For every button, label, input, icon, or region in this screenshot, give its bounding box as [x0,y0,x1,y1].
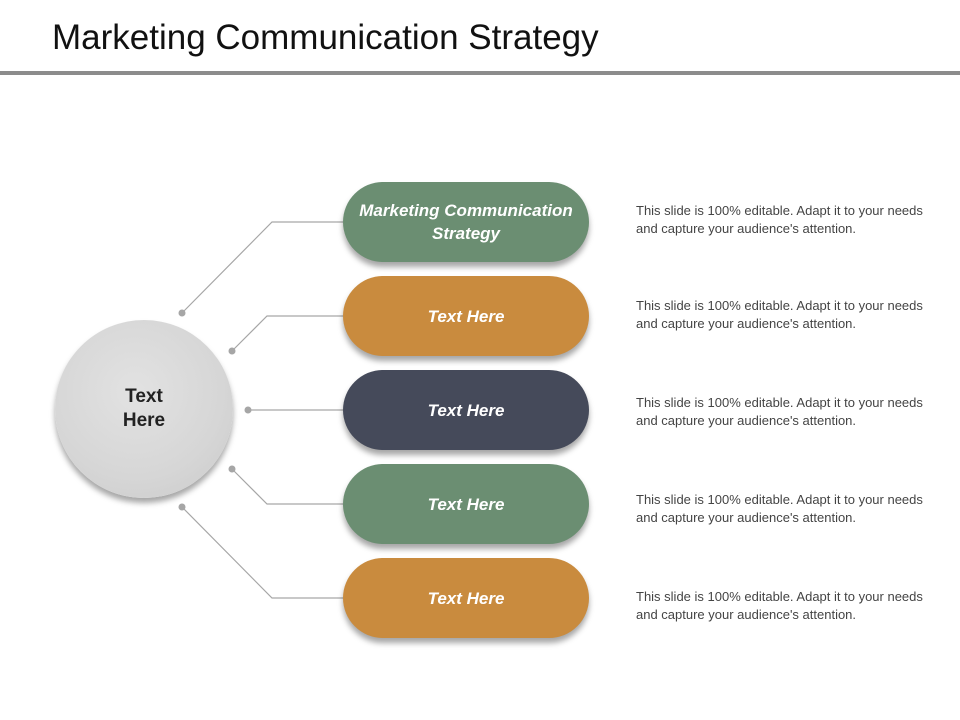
pill-item-3-label: Text Here [427,400,505,420]
connector-line-5 [181,506,343,599]
item-2-description: This slide is 100% editable. Adapt it to… [636,298,923,331]
pill-item-5: Text Here [343,558,589,638]
pill-item-4-label: Text Here [427,494,505,514]
item-1-description: This slide is 100% editable. Adapt it to… [636,203,923,236]
slide-title: Marketing Communication Strategy [52,18,599,57]
connector-dot-1 [178,309,186,317]
connector-dot-2 [228,347,236,355]
title-divider [0,71,960,75]
pill-item-5-label: Text Here [427,588,505,608]
pill-item-2: Text Here [343,276,589,356]
hub-label: Text Here [122,386,166,431]
pill-item-3: Text Here [343,370,589,450]
connector-dot-3 [244,406,252,414]
pill-item-2-label: Text Here [427,306,505,326]
item-5-description: This slide is 100% editable. Adapt it to… [636,589,923,622]
connector-dot-4 [228,465,236,473]
connector-dot-5 [178,503,186,511]
item-3-description: This slide is 100% editable. Adapt it to… [636,395,923,428]
item-4-description: This slide is 100% editable. Adapt it to… [636,492,923,525]
connector-line-1 [181,221,343,314]
connector-line-4 [231,468,343,505]
pill-item-1: Marketing Communication Strategy [343,182,589,262]
hub-circle: Text Here [55,320,233,498]
connector-line-2 [231,315,343,352]
pill-item-1-label: Marketing Communication Strategy [359,201,573,243]
pill-item-4: Text Here [343,464,589,544]
